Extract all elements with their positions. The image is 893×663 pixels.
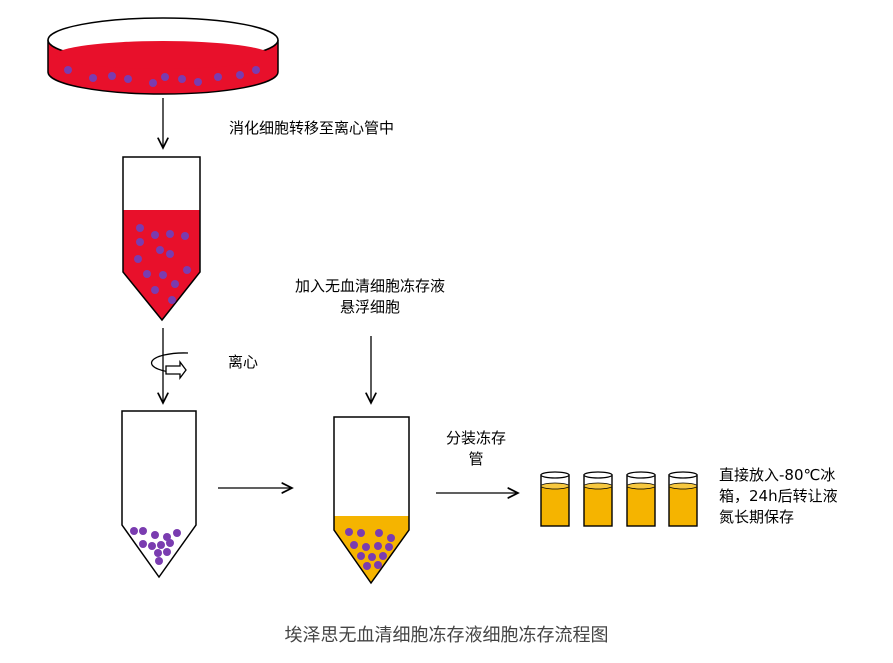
step-freeze-line2: 箱，24h后转让液 (719, 487, 838, 505)
step-resuspend-line2: 悬浮细胞 (339, 298, 400, 316)
step-resuspend-line1: 加入无血清细胞冻存液 (294, 277, 445, 295)
cryovial (668, 471, 698, 527)
step-resuspend-label: 加入无血清细胞冻存液 悬浮细胞 (280, 276, 460, 318)
rotation-icon (150, 352, 189, 380)
cryovials (540, 471, 698, 527)
step-freeze-label: 直接放入-80℃冰 箱，24h后转让液 氮长期保存 (719, 465, 838, 528)
step-aliquot-line2: 管 (468, 450, 484, 468)
step-aliquot-label: 分装冻存 管 (436, 428, 516, 470)
resuspended-cells (345, 528, 395, 570)
centrifuge-tube-with-medium (122, 156, 201, 322)
cryovial (540, 471, 570, 527)
petri-cells (64, 66, 260, 87)
step-centrifuge-label: 离心 (228, 353, 259, 371)
step-aliquot-line1: 分装冻存 (445, 429, 506, 447)
step-freeze-line3: 氮长期保存 (719, 508, 795, 526)
cryovial (626, 471, 656, 527)
step-freeze-line1: 直接放入-80℃冰 (719, 466, 836, 484)
step-transfer-label: 消化细胞转移至离心管中 (229, 119, 395, 137)
centrifuge-tube-pellet (121, 410, 197, 579)
petri-dish (47, 17, 279, 95)
centrifuge-tube-resuspended (333, 416, 410, 585)
figure-caption: 埃泽思无血清细胞冻存液细胞冻存流程图 (284, 625, 609, 646)
cryovial (583, 471, 613, 527)
pellet-cells (130, 527, 181, 565)
tube-cells (134, 224, 191, 304)
